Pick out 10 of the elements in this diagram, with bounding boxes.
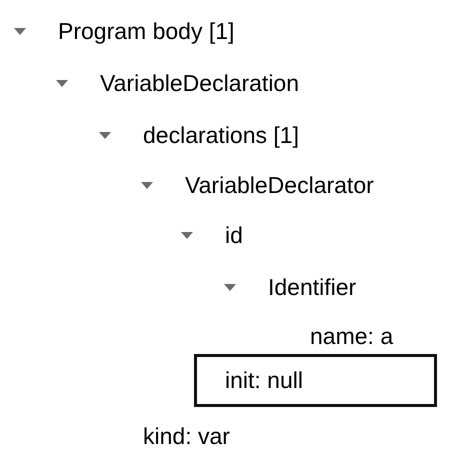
tree-item-label: declarations [1] (143, 121, 299, 150)
tree-item-label: id (225, 221, 243, 250)
tree-item-label: VariableDeclaration (100, 69, 300, 98)
tree-item-label: Identifier (268, 273, 356, 302)
tree-item-label: VariableDeclarator (185, 171, 374, 200)
selected-tree-item (194, 354, 437, 407)
tree-item-label: Program body [1] (58, 17, 234, 46)
tree-item-label: kind: var (143, 422, 230, 451)
tree-item-label: name: a (310, 322, 394, 351)
tree-item-label: init: null (225, 366, 303, 396)
